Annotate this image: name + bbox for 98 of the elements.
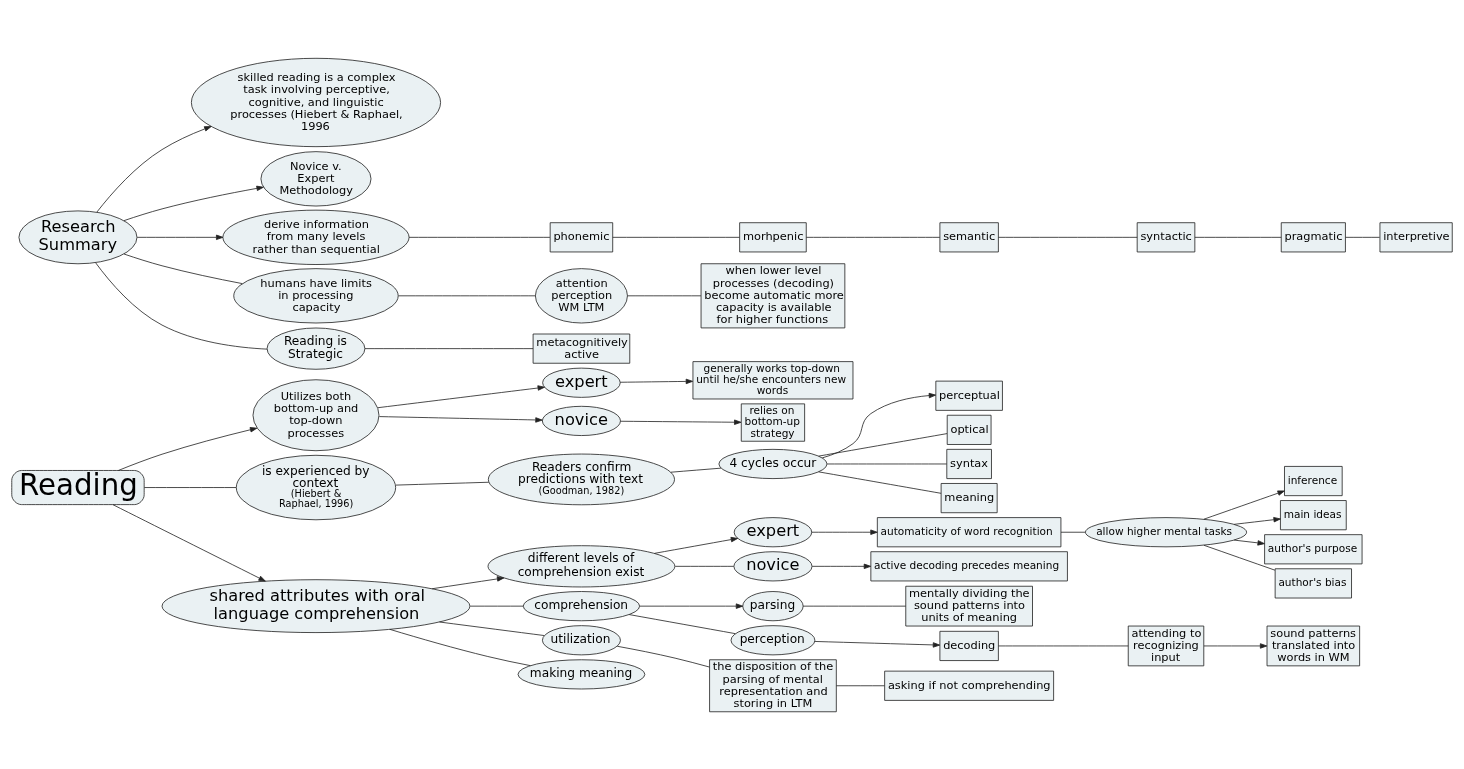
arrow	[378, 415, 543, 423]
connector	[123, 253, 243, 284]
node-ellipse: Research Summary	[18, 210, 138, 264]
arrow	[96, 125, 212, 212]
node-box: semantic	[939, 221, 999, 252]
node-box: author's purpose	[1264, 533, 1363, 564]
connector	[143, 486, 237, 488]
node-box: author's bias	[1274, 567, 1352, 598]
connector	[818, 432, 948, 456]
node-ellipse: novice	[733, 550, 813, 581]
connector	[1060, 531, 1086, 533]
connector	[408, 236, 551, 238]
node-box: main ideas	[1280, 499, 1347, 530]
node-box: morhpenic	[739, 221, 807, 252]
connector	[998, 236, 1138, 238]
node-box: perceptual	[935, 380, 1003, 411]
node-ellipse: making meaning	[517, 658, 646, 689]
arrow	[123, 185, 264, 221]
node-box: optical	[946, 414, 992, 445]
connector	[670, 467, 722, 473]
connector	[95, 261, 268, 350]
node-ellipse: shared attributes with oral language comprehension	[161, 578, 471, 633]
arrow	[1203, 642, 1268, 649]
node-box: Reading	[11, 469, 145, 505]
node-ellipse: parsing	[742, 590, 804, 621]
node-ellipse: Utilizes both bottom-up and top-down processes	[252, 378, 380, 451]
node-ellipse: expert	[733, 516, 813, 547]
connector	[826, 463, 948, 464]
node-ellipse: humans have limits in processing capacity	[233, 267, 399, 323]
arrow	[1233, 539, 1265, 546]
connector	[627, 294, 702, 296]
node-box: metacognitively active	[532, 333, 631, 364]
node-box: the disposition of the parsing of mental representation and storing in LTM	[709, 658, 837, 712]
node-ellipse: Novice v. Expert Methodology	[260, 150, 372, 206]
connector	[818, 470, 942, 494]
node-box: decoding	[939, 630, 999, 661]
connector	[802, 605, 907, 607]
node-box: when lower level processes (decoding) become automatic more capacity is available for higher functions	[700, 262, 846, 328]
node-ellipse: derive information from many levels rather than sequential	[222, 209, 410, 265]
node-box: mentally dividing the sound patterns into units of meaning	[905, 585, 1033, 626]
connector	[628, 613, 736, 634]
arrow	[377, 384, 545, 408]
node-box: meaning	[940, 482, 998, 513]
arrow	[112, 503, 266, 582]
node-ellipse: 4 cycles occur	[718, 448, 828, 479]
connector	[1194, 236, 1282, 238]
node-ellipse: utilization	[542, 624, 621, 655]
node-ellipse: skilled reading is a complex task involving perceptive, cognitive, and linguistic processes (Hiebert & Raphael, 1996	[190, 57, 441, 147]
node-box: interpretive	[1379, 221, 1453, 252]
arrow	[1203, 490, 1285, 520]
node-ellipse: allow higher mental tasks	[1085, 516, 1247, 547]
node-ellipse: expert	[542, 367, 621, 398]
connector	[469, 605, 524, 607]
connector	[612, 236, 740, 238]
node-box: pragmatic	[1280, 221, 1346, 252]
connector	[998, 645, 1129, 646]
connector	[364, 347, 534, 349]
node-ellipse: Reading is Strategic	[266, 327, 366, 370]
node-ellipse: different levels of comprehension exist	[487, 544, 676, 587]
node-box: asking if not comprehending	[884, 670, 1055, 701]
node-ellipse: is experienced by context (Hiebert & Raphael, 1996)	[235, 454, 397, 520]
arrow	[431, 575, 505, 589]
arrow	[811, 529, 878, 535]
node-box: relies on bottom-up strategy	[740, 402, 806, 442]
node-box: generally works top-down until he/she encounters new words	[692, 360, 854, 399]
connector	[439, 621, 545, 636]
connector	[1203, 544, 1276, 571]
arrow	[619, 378, 694, 384]
node-ellipse: Readers confirm predictions with text (Goodman, 1982)	[487, 453, 675, 505]
node-ellipse: novice	[541, 405, 621, 436]
arrow	[821, 392, 937, 458]
node-box: sound patterns translated into words in WM	[1266, 625, 1361, 666]
arrow	[639, 602, 744, 609]
arrow	[654, 536, 739, 554]
arrow	[118, 426, 258, 471]
node-box: inference	[1284, 465, 1343, 496]
connector	[836, 684, 885, 686]
node-box: automaticity of word recognition	[876, 516, 1062, 547]
node-box: attending to recognizing input	[1127, 625, 1205, 666]
connector	[674, 565, 735, 567]
node-box: syntactic	[1136, 221, 1196, 252]
node-box: active decoding precedes meaning	[870, 550, 1068, 581]
node-box: syntax	[946, 448, 992, 479]
node-box: phonemic	[549, 221, 614, 252]
node-ellipse: comprehension	[522, 590, 641, 621]
node-ellipse: attention perception WM LTM	[535, 267, 628, 323]
arrow	[1233, 516, 1281, 525]
connector	[1345, 236, 1381, 238]
arrow	[811, 563, 872, 569]
connector	[395, 481, 490, 485]
node-ellipse: perception	[730, 624, 816, 655]
connector	[389, 628, 531, 666]
arrow	[814, 640, 941, 648]
connector	[616, 645, 710, 667]
connector	[805, 236, 941, 238]
arrow	[620, 419, 742, 425]
connector	[398, 294, 536, 296]
arrow	[136, 234, 224, 240]
